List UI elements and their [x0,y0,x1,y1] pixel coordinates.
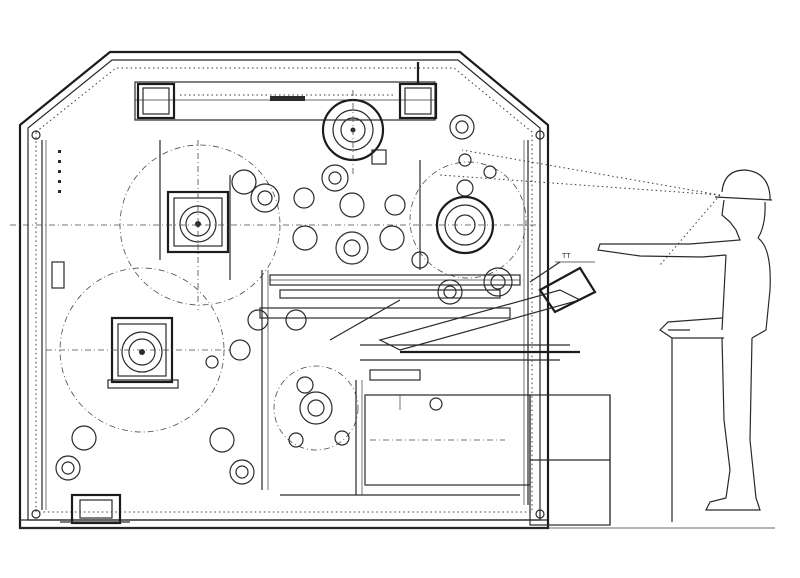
sight-lines [439,149,721,266]
output-box [280,394,611,526]
component-label: TT [562,253,571,260]
operator-figure [597,169,773,522]
top-drum [321,98,387,192]
rewind-drum [409,114,527,279]
top-beam [134,62,438,121]
conveyor-assembly [259,261,597,381]
lower-drum [273,365,443,451]
centerlines [10,90,540,351]
vertical-guides [159,140,421,495]
base-motor [20,493,775,529]
left-indicator-dots [51,150,65,289]
roller-cluster [55,169,513,485]
